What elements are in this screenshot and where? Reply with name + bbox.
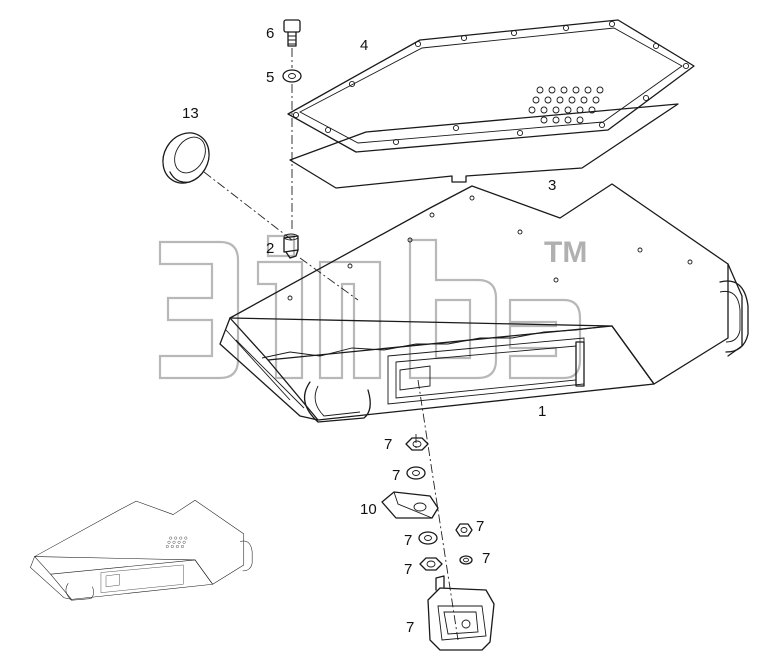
latch — [427, 575, 495, 651]
cover-plate — [287, 19, 695, 153]
overview-inset — [30, 500, 253, 601]
label-part-7-d: 7 — [404, 532, 412, 549]
watermark-logo: TM — [158, 234, 587, 380]
label-part-7-g: 7 — [406, 619, 414, 636]
alignment-lines — [203, 48, 459, 641]
label-part-7-e: 7 — [482, 550, 490, 567]
gasket-sheet — [289, 103, 679, 189]
label-part-10: 10 — [360, 501, 377, 518]
label-part-1: 1 — [538, 403, 546, 420]
label-part-7-c: 7 — [476, 518, 484, 535]
label-part-6: 6 — [266, 25, 274, 42]
insert-nut — [283, 233, 299, 259]
vent-holes — [528, 86, 604, 124]
label-part-5: 5 — [266, 69, 274, 86]
label-part-3: 3 — [548, 177, 556, 194]
washer — [282, 69, 302, 83]
bracket — [381, 491, 439, 519]
grommet — [162, 132, 210, 184]
label-part-7-f: 7 — [404, 561, 412, 578]
housing-body — [219, 183, 749, 423]
label-part-7-b: 7 — [392, 467, 400, 484]
label-part-7-a: 7 — [384, 436, 392, 453]
label-part-13: 13 — [182, 105, 199, 122]
trademark-text: TM — [544, 236, 587, 269]
hardware-7 — [405, 437, 495, 651]
label-part-2: 2 — [266, 240, 274, 257]
label-part-4: 4 — [360, 37, 368, 54]
bolt — [283, 19, 301, 47]
